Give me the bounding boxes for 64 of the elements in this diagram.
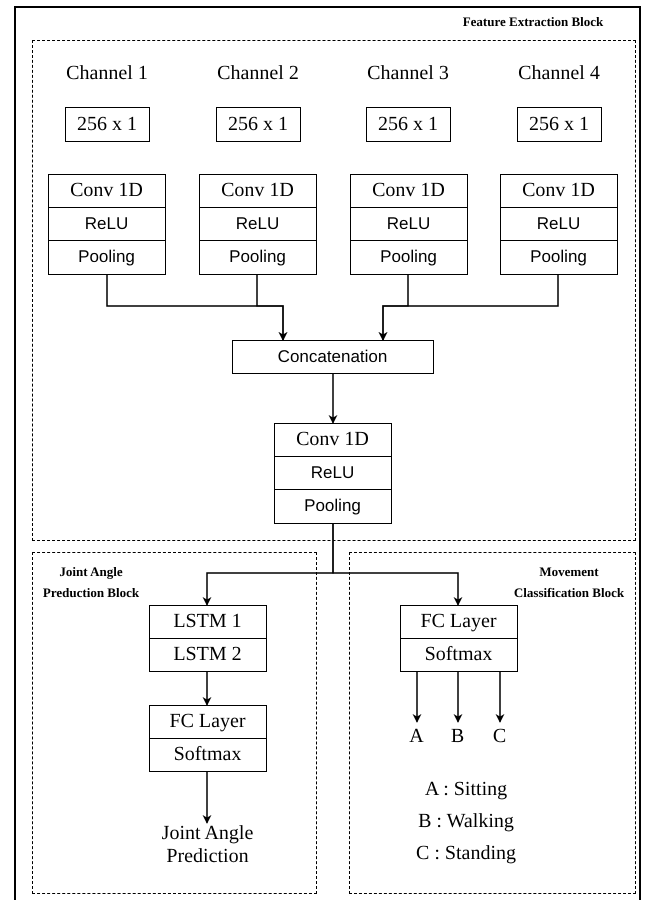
arrow	[202, 772, 212, 824]
layer-label: ReLU	[350, 206, 466, 240]
layer-stack-box	[400, 604, 518, 672]
legend-text: A : Sitting	[424, 778, 508, 801]
layer-label: Pooling	[48, 240, 164, 274]
layer-label: Concatenation	[276, 346, 388, 368]
layer-stack-box	[148, 604, 266, 672]
layer-label: ReLU	[200, 206, 316, 240]
layer-label: Softmax	[150, 738, 266, 770]
output-label: A	[404, 722, 428, 752]
output-label: B	[446, 722, 470, 752]
layer-box	[516, 106, 602, 142]
arrow	[378, 275, 559, 341]
layer-stack-box	[148, 704, 266, 772]
layer-label: Pooling	[500, 240, 616, 274]
block-heading: Feature Extraction Block	[462, 13, 604, 31]
layer-label: 256 x 1	[227, 112, 289, 136]
layer-label: Pooling	[274, 489, 390, 522]
layer-label: ReLU	[274, 456, 390, 490]
layer-label: Softmax	[400, 638, 516, 670]
layer-stack-box	[500, 174, 618, 274]
dashed-block-region	[32, 552, 317, 894]
dashed-block-region	[349, 552, 636, 894]
output-label: C	[488, 722, 512, 752]
layer-box	[64, 106, 150, 142]
arrow	[496, 672, 504, 723]
legend-text: B : Walking	[417, 810, 515, 833]
layer-label: LSTM 1	[172, 609, 243, 634]
layer-label: 256 x 1	[76, 112, 138, 136]
arrow	[332, 524, 462, 606]
layer-label: Conv 1D	[521, 178, 596, 204]
layer-stack-box	[350, 174, 468, 274]
layer-label: ReLU	[500, 206, 616, 240]
layer-label: 256 x 1	[528, 112, 590, 136]
layer-box	[216, 106, 300, 142]
layer-stack-box	[48, 174, 166, 274]
output-label: Joint Angle Prediction	[136, 822, 278, 866]
layer-label: FC Layer	[419, 609, 498, 634]
channel-label: Channel 2	[216, 62, 300, 84]
layer-box	[366, 106, 450, 142]
layer-label: Conv 1D	[295, 427, 370, 452]
layer-label: ReLU	[48, 206, 164, 240]
layer-stack-box	[198, 174, 316, 274]
layer-label: 256 x 1	[377, 112, 439, 136]
layer-label: Conv 1D	[69, 178, 144, 204]
arrow	[202, 672, 212, 706]
channel-label: Channel 3	[366, 62, 450, 84]
arrow	[256, 275, 288, 341]
layer-label: Conv 1D	[371, 178, 446, 204]
arrow	[454, 672, 462, 723]
layer-stack-box	[274, 422, 392, 524]
layer-label: Pooling	[350, 240, 466, 274]
layer-label: Conv 1D	[220, 178, 295, 204]
layer-label: FC Layer	[168, 709, 247, 734]
channel-label: Channel 4	[517, 62, 601, 84]
channel-label: Channel 1	[65, 62, 149, 84]
arrow	[328, 374, 338, 424]
block-heading: Movement Classification Block	[512, 563, 626, 602]
layer-box	[232, 340, 434, 374]
arrow	[412, 672, 422, 723]
layer-label: LSTM 2	[150, 638, 266, 670]
layer-label: Pooling	[200, 240, 316, 274]
legend-text: C : Standing	[414, 842, 517, 865]
block-heading: Joint Angle Preduction Block	[42, 563, 140, 602]
